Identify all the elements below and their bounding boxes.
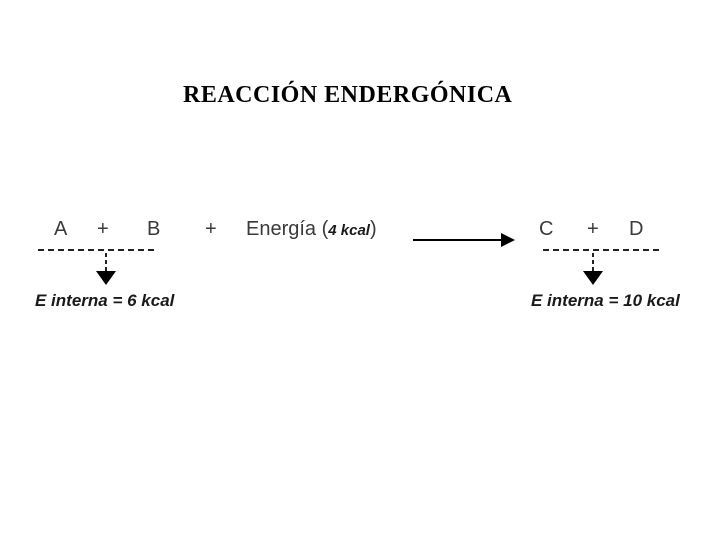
energy-label-close: ) [369,218,377,240]
energy-value: 4 kcal [328,222,370,239]
products-dashed-stem [592,253,594,271]
product-d-label: D [629,218,644,240]
reactant-a-label: A [54,218,68,240]
reactants-dashed-stem [105,253,107,271]
products-dashed-underline [543,249,660,251]
reactants-dashed-underline [38,249,158,251]
reactants-internal-energy-label: E interna = 6 kcal [35,291,175,310]
products-internal-energy-label: E interna = 10 kcal [531,291,680,310]
down-arrow-icon [583,271,603,285]
plus-sign: + [97,218,109,240]
energy-term: Energía (4 kcal) [246,218,377,242]
reactant-b-label: B [147,218,161,240]
energy-label-open: Energía ( [246,218,329,240]
product-c-label: C [539,218,554,240]
plus-sign: + [205,218,217,240]
down-arrow-icon [96,271,116,285]
reaction-arrow-icon [413,233,515,247]
plus-sign: + [587,218,599,240]
slide-title: REACCIÓN ENDERGÓNICA [183,82,513,108]
